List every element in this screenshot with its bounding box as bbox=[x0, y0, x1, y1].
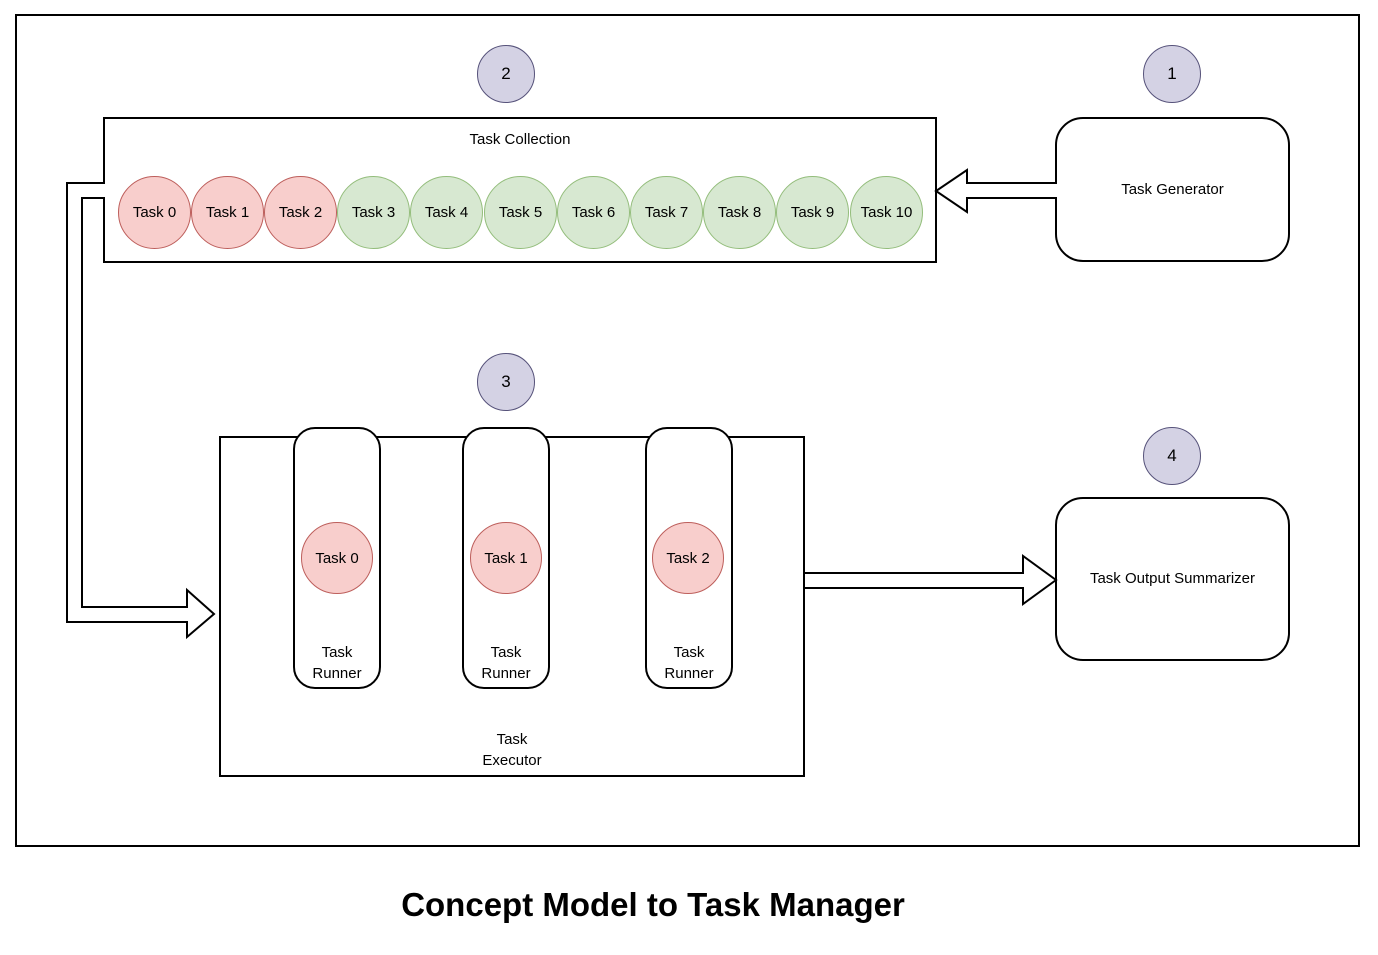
task-label: Task 7 bbox=[644, 204, 689, 221]
task-label: Task 0 bbox=[315, 549, 359, 567]
task-label: Task 0 bbox=[132, 204, 177, 221]
task-label: Task 1 bbox=[484, 549, 528, 567]
task-runner-label-2: Task Runner bbox=[664, 644, 714, 682]
task-label: Task 3 bbox=[351, 204, 396, 221]
task-label: Task 9 bbox=[790, 204, 835, 221]
task-runner-label-1: Task Runner bbox=[481, 644, 531, 682]
collection-task-circle-9: Task 9 bbox=[776, 176, 849, 249]
task-output-summarizer-node: Task Output Summarizer bbox=[1055, 497, 1290, 661]
task-label: Task 8 bbox=[717, 204, 762, 221]
task-label: Task 2 bbox=[666, 549, 710, 567]
collection-task-circle-7: Task 7 bbox=[630, 176, 703, 249]
task-label: Task 4 bbox=[424, 204, 469, 221]
task-executor-label: Task Executor bbox=[482, 731, 542, 769]
task-generator-node: Task Generator bbox=[1055, 117, 1290, 262]
runner-task-circle-1: Task 1 bbox=[470, 522, 542, 594]
collection-task-circle-10: Task 10 bbox=[850, 176, 923, 249]
task-generator-label: Task Generator bbox=[1121, 180, 1224, 198]
step-badge-4: 4 bbox=[1143, 427, 1201, 485]
task-label: Task 10 bbox=[860, 204, 913, 221]
collection-task-circle-3: Task 3 bbox=[337, 176, 410, 249]
diagram-frame bbox=[15, 14, 1360, 847]
step-badge-2: 2 bbox=[477, 45, 535, 103]
step-badge-3-label: 3 bbox=[501, 372, 511, 391]
task-label: Task 2 bbox=[278, 204, 323, 221]
runner-task-circle-2: Task 2 bbox=[652, 522, 724, 594]
collection-task-circle-0: Task 0 bbox=[118, 176, 191, 249]
task-label: Task 5 bbox=[498, 204, 543, 221]
step-badge-3: 3 bbox=[477, 353, 535, 411]
task-label: Task 1 bbox=[205, 204, 250, 221]
collection-task-circle-1: Task 1 bbox=[191, 176, 264, 249]
step-badge-4-label: 4 bbox=[1167, 446, 1177, 465]
collection-task-circle-4: Task 4 bbox=[410, 176, 483, 249]
task-collection-label: Task Collection bbox=[469, 131, 571, 148]
task-label: Task 6 bbox=[571, 204, 616, 221]
collection-task-circle-8: Task 8 bbox=[703, 176, 776, 249]
collection-task-circle-5: Task 5 bbox=[484, 176, 557, 249]
runner-task-circle-0: Task 0 bbox=[301, 522, 373, 594]
step-badge-1-label: 1 bbox=[1167, 64, 1177, 83]
collection-task-circle-2: Task 2 bbox=[264, 176, 337, 249]
diagram-title: Concept Model to Task Manager bbox=[401, 886, 905, 923]
step-badge-2-label: 2 bbox=[501, 64, 511, 83]
step-badge-1: 1 bbox=[1143, 45, 1201, 103]
collection-task-circle-6: Task 6 bbox=[557, 176, 630, 249]
task-output-summarizer-label: Task Output Summarizer bbox=[1089, 570, 1256, 587]
task-runner-label-0: Task Runner bbox=[312, 644, 362, 682]
